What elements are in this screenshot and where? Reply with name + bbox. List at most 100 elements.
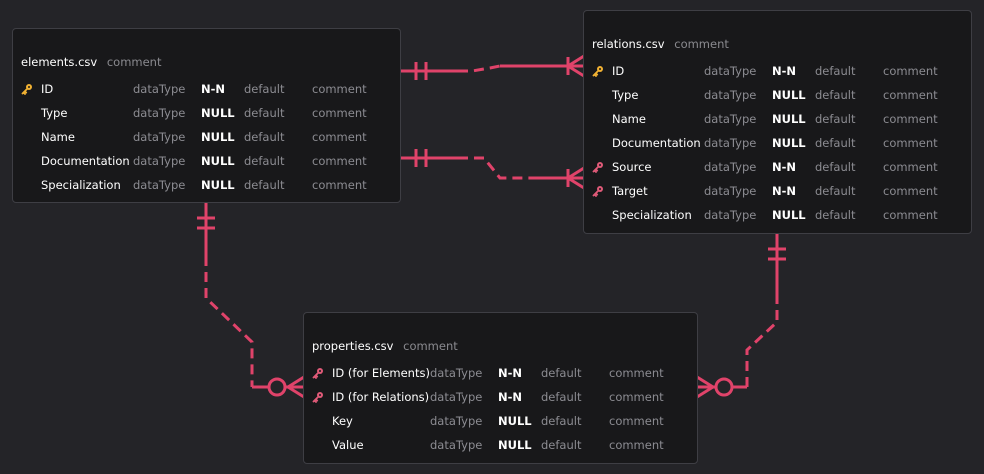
column-type: dataType — [430, 414, 483, 428]
rel-elements-properties[interactable] — [197, 203, 305, 399]
column-default: default — [244, 130, 285, 144]
column-comment: comment — [883, 112, 938, 126]
column-comment: comment — [312, 106, 367, 120]
foreign-key-icon — [592, 185, 604, 197]
column-nullable: NULL — [201, 106, 235, 120]
column-type: dataType — [133, 106, 186, 120]
table-properties[interactable]: properties.csv comment ID (for Elements)… — [303, 312, 698, 464]
table-header: elements.csv comment — [21, 55, 161, 69]
column-name: Documentation — [41, 154, 130, 168]
column-type: dataType — [133, 178, 186, 192]
foreign-key-icon — [312, 391, 324, 403]
column-name: Documentation — [612, 136, 701, 150]
column-name: Specialization — [612, 208, 692, 222]
column-type: dataType — [430, 390, 483, 404]
column-default: default — [541, 366, 582, 380]
column-name: Name — [41, 130, 75, 144]
column-nullable: N-N — [498, 390, 523, 404]
column-type: dataType — [704, 160, 757, 174]
column-comment: comment — [609, 414, 664, 428]
table-row[interactable]: ID (for Elements)dataType N-N default comme… — [304, 361, 697, 385]
rel-elements-relations-source[interactable] — [401, 54, 585, 80]
rel-elements-relations-target[interactable] — [401, 149, 585, 190]
column-nullable: N-N — [498, 366, 523, 380]
foreign-key-icon — [592, 161, 604, 173]
column-name: Source — [612, 160, 652, 174]
column-comment: comment — [609, 438, 664, 452]
table-header: properties.csv comment — [312, 339, 458, 353]
column-nullable: N-N — [201, 82, 226, 96]
column-name: ID (for Elements) — [332, 366, 430, 380]
table-header: relations.csv comment — [592, 37, 729, 51]
column-comment: comment — [609, 390, 664, 404]
column-name: Key — [332, 414, 353, 428]
column-name: Value — [332, 438, 364, 452]
table-row[interactable]: Type dataType NULL default comment — [584, 83, 971, 107]
column-comment: comment — [883, 184, 938, 198]
column-nullable: NULL — [772, 112, 806, 126]
column-nullable: N-N — [772, 64, 797, 78]
column-type: dataType — [704, 112, 757, 126]
column-default: default — [244, 178, 285, 192]
column-nullable: N-N — [772, 184, 797, 198]
table-row[interactable]: Key dataType NULL default comment — [304, 409, 697, 433]
column-comment: comment — [883, 64, 938, 78]
column-type: dataType — [133, 130, 186, 144]
column-comment: comment — [609, 366, 664, 380]
table-comment: comment — [106, 55, 162, 69]
column-default: default — [541, 390, 582, 404]
column-nullable: NULL — [201, 130, 235, 144]
column-nullable: NULL — [772, 88, 806, 102]
column-default: default — [244, 106, 285, 120]
column-default: default — [815, 208, 856, 222]
column-name: ID (for Relations) — [332, 390, 430, 404]
column-type: dataType — [704, 136, 757, 150]
column-name: ID — [612, 64, 625, 78]
column-default: default — [815, 184, 856, 198]
column-default: default — [815, 88, 856, 102]
table-row[interactable]: ID (for Relations)dataType N-N default comm… — [304, 385, 697, 409]
table-elements[interactable]: elements.csv comment ID dataType N-N defaul… — [12, 28, 401, 203]
column-nullable: NULL — [498, 414, 532, 428]
table-name: elements.csv — [21, 55, 98, 69]
column-comment: comment — [883, 208, 938, 222]
column-type: dataType — [704, 64, 757, 78]
column-nullable: NULL — [201, 154, 235, 168]
column-comment: comment — [883, 160, 938, 174]
column-name: Specialization — [41, 178, 121, 192]
column-name: Type — [612, 88, 639, 102]
column-type: dataType — [133, 154, 186, 168]
column-nullable: NULL — [498, 438, 532, 452]
rel-relations-properties[interactable] — [696, 234, 786, 399]
table-name: properties.csv — [312, 339, 394, 353]
column-default: default — [541, 414, 582, 428]
column-name: Name — [612, 112, 646, 126]
key-icon — [21, 83, 33, 95]
column-type: dataType — [430, 366, 483, 380]
column-type: dataType — [704, 208, 757, 222]
table-name: relations.csv — [592, 37, 665, 51]
column-name: ID — [41, 82, 54, 96]
table-comment: comment — [674, 37, 729, 51]
column-name: Target — [612, 184, 648, 198]
column-type: dataType — [704, 88, 757, 102]
column-default: default — [541, 438, 582, 452]
column-comment: comment — [883, 88, 938, 102]
column-type: dataType — [133, 82, 186, 96]
column-comment: comment — [883, 136, 938, 150]
column-comment: comment — [312, 82, 367, 96]
column-nullable: NULL — [772, 136, 806, 150]
